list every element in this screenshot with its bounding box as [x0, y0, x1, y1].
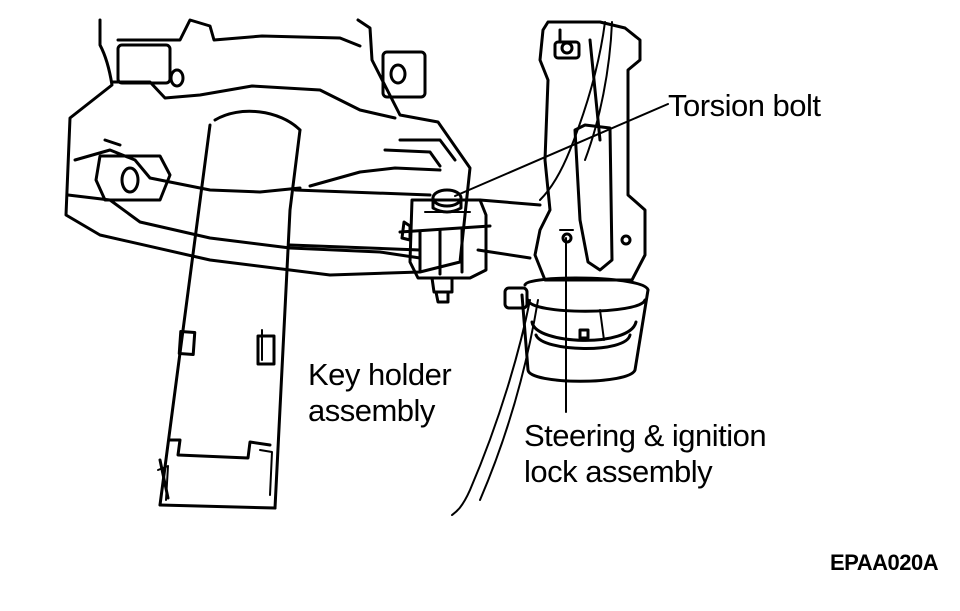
steering-lock-text-line1: Steering & ignition [524, 418, 767, 453]
column-bracket-housing [64, 18, 472, 277]
leader-lines [454, 103, 669, 413]
ignition-lock-part [451, 20, 650, 516]
torsion-bolt-text: Torsion bolt [668, 88, 821, 123]
figure-code: EPAA020A [830, 550, 939, 575]
torsion-bolt-label: Torsion bolt [668, 88, 821, 124]
steering-lock-text-line2: lock assembly [524, 454, 713, 489]
key-holder-text-line1: Key holder [308, 357, 452, 392]
torsion-bolt-leader [454, 103, 669, 197]
lock-housing-tube [288, 188, 542, 260]
key-holder-text-line2: assembly [308, 393, 435, 428]
steering-lock-label: Steering & ignition lock assembly [524, 418, 767, 490]
torsion-bolt [424, 188, 471, 214]
key-holder-part [398, 198, 492, 304]
steering-column-tube [157, 109, 302, 510]
key-holder-label: Key holder assembly [308, 357, 452, 429]
